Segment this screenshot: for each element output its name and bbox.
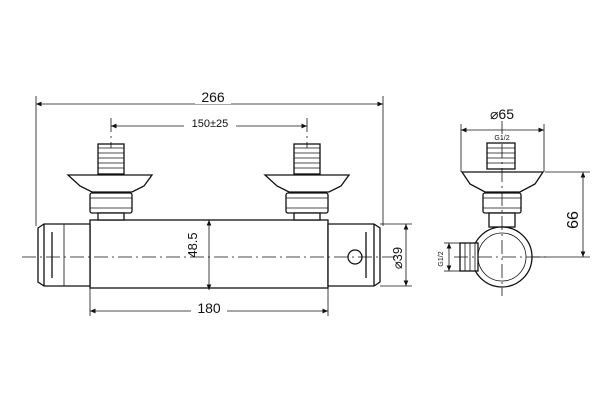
dim-side-flange-diameter-label: ⌀65	[490, 106, 514, 122]
dimension-overall-width: 266	[35, 89, 384, 226]
left-end-cap	[37, 223, 91, 287]
dim-side-height-label: 66	[565, 211, 582, 229]
thread-label-top: G1/2	[494, 135, 509, 142]
dimension-body-length: 180	[89, 288, 329, 316]
dimension-center-height: 48.5	[185, 220, 212, 290]
dimension-body-diameter: ⌀39	[380, 223, 412, 287]
dim-overall-width-label: 266	[201, 89, 225, 105]
dimension-side-height: 66	[532, 171, 590, 258]
right-inlet-connector	[263, 143, 351, 221]
thread-label-outlet: G1/2	[438, 251, 445, 266]
side-view: ⌀65 G1/2 66 G1/2	[438, 105, 590, 296]
dimension-inlet-centers: 150±25	[111, 116, 307, 130]
dim-center-height-label: 48.5	[185, 232, 200, 257]
dim-body-diameter-label: ⌀39	[390, 247, 405, 269]
right-end-cap	[327, 223, 381, 287]
front-view: 266 150±25 48.5 180 ⌀39	[22, 89, 412, 316]
side-flange	[460, 171, 545, 193]
outlet-thread-callout: G1/2	[438, 242, 460, 272]
dim-inlet-centers-label: 150±25	[192, 118, 229, 130]
dimension-side-flange-diameter: ⌀65 G1/2	[460, 105, 545, 172]
dim-body-length-label: 180	[197, 300, 221, 316]
left-inlet-connector	[66, 143, 154, 221]
